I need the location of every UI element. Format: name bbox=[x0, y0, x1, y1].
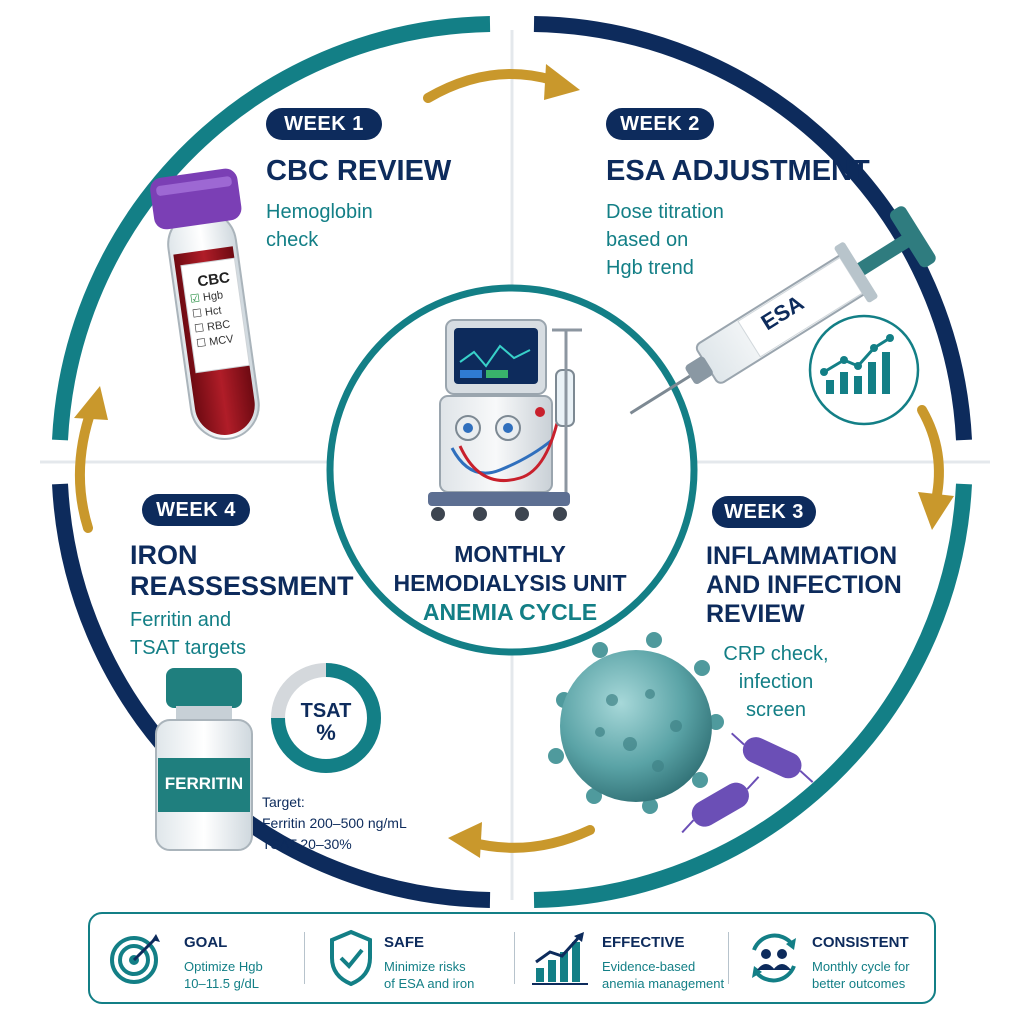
target-icon bbox=[110, 934, 160, 984]
blood-tube-illustration bbox=[150, 168, 260, 440]
footer-separator bbox=[728, 932, 729, 984]
week3-pill: WEEK 3 bbox=[712, 496, 816, 528]
footer-safe-title: SAFE bbox=[384, 934, 425, 951]
arrow-week2-to-week3 bbox=[917, 405, 944, 505]
week4-pill: WEEK 4 bbox=[142, 494, 250, 526]
tube-label: CBC ☑ Hgb ☐ Hct ☐ RBC ☐ MCV bbox=[189, 269, 235, 351]
week3-arc bbox=[533, 483, 972, 908]
week1-title: CBC REVIEW bbox=[266, 155, 452, 187]
center-title: MONTHLY HEMODIALYSIS UNIT ANEMIA CYCLE bbox=[340, 540, 680, 627]
syringe-illustration bbox=[629, 206, 936, 415]
growth-chart-icon bbox=[532, 932, 588, 985]
week2-pill: WEEK 2 bbox=[606, 108, 714, 140]
flow-arrows bbox=[74, 69, 944, 853]
trend-chart-icon bbox=[808, 314, 920, 426]
vial-label: FERRITIN bbox=[164, 774, 244, 793]
week1-arc bbox=[52, 16, 491, 441]
arrow-week3-to-week4 bbox=[465, 825, 595, 853]
footer-separator bbox=[514, 932, 515, 984]
arrow-week1-to-week2 bbox=[423, 69, 557, 103]
team-cycle-icon bbox=[752, 933, 796, 983]
pathogen-illustration bbox=[548, 632, 814, 834]
footer-consistent-title: CONSISTENT bbox=[812, 934, 909, 951]
tsat-donut-chart bbox=[271, 663, 381, 773]
center-subtitle: ANEMIA CYCLE bbox=[422, 599, 598, 625]
week1-pill: WEEK 1 bbox=[266, 108, 382, 140]
ferritin-vial-illustration bbox=[155, 668, 253, 851]
week2-title: ESA ADJUSTMENT bbox=[606, 155, 870, 187]
target-values: Target: Ferritin 200–500 ng/mL TSAT 20–3… bbox=[262, 794, 407, 852]
week2-arc bbox=[533, 16, 972, 441]
week3-title: INFLAMMATION AND INFECTION REVIEW bbox=[706, 542, 902, 628]
week4-title: IRON REASSESSMENT bbox=[130, 540, 354, 601]
footer-effective-title: EFFECTIVE bbox=[602, 934, 685, 951]
tsat-label: TSAT% bbox=[300, 700, 352, 745]
shield-check-icon bbox=[330, 929, 372, 987]
dialysis-machine-illustration bbox=[428, 319, 582, 521]
footer-goal-title: GOAL bbox=[184, 934, 228, 951]
footer-separator bbox=[304, 932, 305, 984]
arrow-week4-to-week1 bbox=[74, 403, 97, 533]
